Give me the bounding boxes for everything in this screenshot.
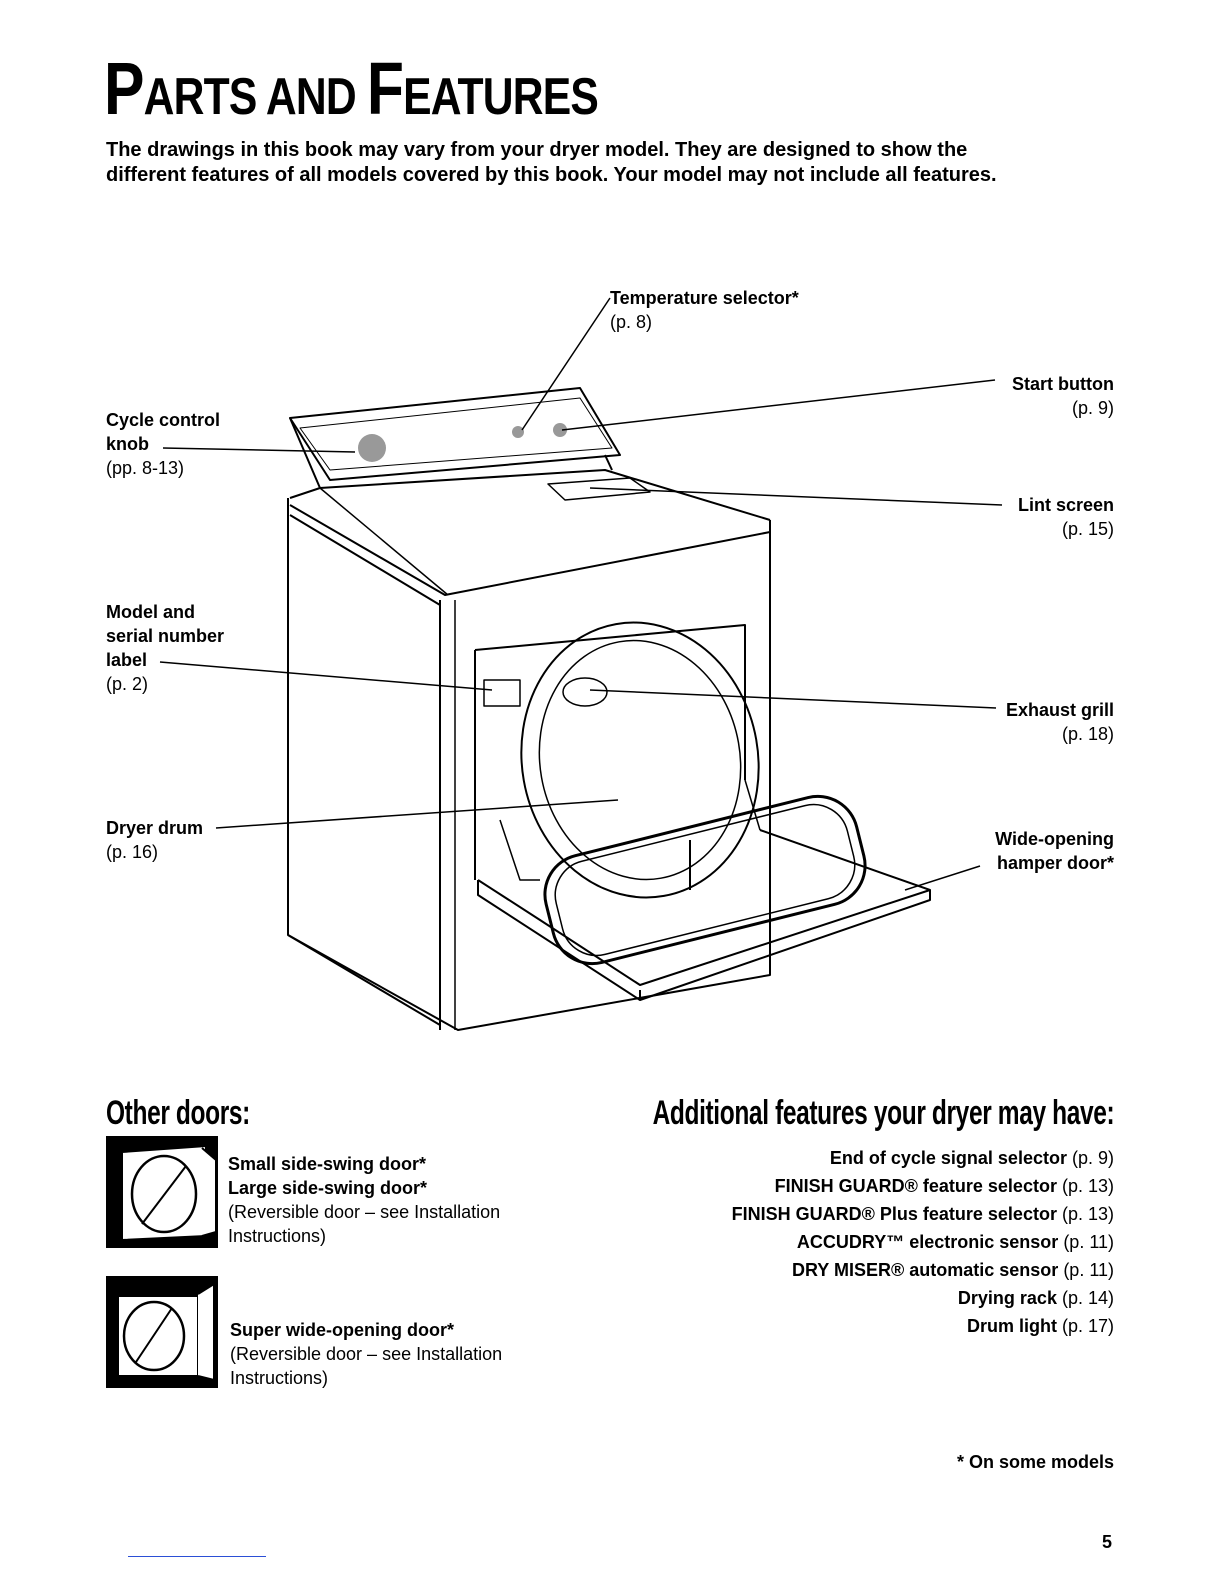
drum-label: Dryer drum: [106, 818, 204, 838]
temperature-label: Temperature selector*: [610, 288, 799, 308]
model-label-3: label: [106, 650, 148, 670]
leader-start: [561, 379, 996, 431]
feature-name: FINISH GUARD® feature selector: [774, 1176, 1057, 1196]
callout-drum: Dryer drum (p. 16): [106, 816, 203, 864]
intro-paragraph: The drawings in this book may vary from …: [106, 138, 1116, 188]
exhaust-grill: [562, 677, 608, 707]
door1-line-4: Instructions): [228, 1226, 327, 1246]
start-page: (p. 9): [1071, 398, 1114, 418]
additional-features-list: End of cycle signal selector (p. 9)FINIS…: [732, 1144, 1114, 1340]
callout-temperature: Temperature selector* (p. 8): [610, 286, 799, 334]
cabinet-outline: [287, 498, 771, 1031]
leader-exhaust: [589, 689, 997, 709]
feature-page: (p. 11): [1063, 1232, 1114, 1252]
door2-line-2: (Reversible door – see Installation: [230, 1344, 503, 1364]
feature-item: Drum light (p. 17): [732, 1312, 1114, 1340]
cycle-page: (pp. 8-13): [106, 458, 185, 478]
leader-cycle: [162, 447, 356, 453]
feature-item: End of cycle signal selector (p. 9): [732, 1144, 1114, 1172]
feature-name: Drum light: [966, 1316, 1057, 1336]
intro-line-1: The drawings in this book may vary from …: [106, 139, 968, 161]
door1-line-3: (Reversible door – see Installation: [228, 1202, 501, 1222]
feature-name: DRY MISER® automatic sensor: [791, 1260, 1059, 1280]
drum-opening: [520, 621, 760, 899]
drum-page: (p. 16): [106, 842, 159, 862]
cycle-label-2: knob: [106, 434, 149, 454]
callout-exhaust: Exhaust grill (p. 18): [900, 698, 1114, 746]
feature-page: (p. 13): [1061, 1176, 1114, 1196]
leader-model: [159, 661, 493, 691]
leader-drum: [215, 799, 619, 829]
model-label: [483, 679, 521, 707]
page-title: PARTS AND FEATURES: [104, 46, 599, 131]
page-number: 5: [1101, 1532, 1112, 1552]
callout-model: Model and serial number label (p. 2): [106, 600, 224, 696]
lint-page: (p. 15): [1061, 519, 1114, 539]
feature-item: FINISH GUARD® feature selector (p. 13): [732, 1172, 1114, 1200]
callout-start: Start button (p. 9): [900, 372, 1114, 420]
title-rest-2: EATURES: [403, 68, 599, 126]
temperature-page: (p. 8): [610, 312, 653, 332]
hamper-label-2: hamper door*: [996, 853, 1114, 873]
dryer-illustration: [159, 297, 1003, 1031]
console-panel: [289, 387, 621, 481]
footnote: * On some models: [956, 1452, 1114, 1472]
door2-line-1: Super wide-opening door*: [230, 1320, 454, 1340]
hamper-door: [477, 829, 931, 986]
callout-cycle: Cycle control knob (pp. 8-13): [106, 408, 220, 480]
feature-name: ACCUDRY™ electronic sensor: [796, 1232, 1059, 1252]
exhaust-page: (p. 18): [1061, 724, 1114, 744]
title-cap-f: F: [366, 47, 404, 130]
start-label: Start button: [1012, 374, 1114, 394]
leader-hamper: [904, 865, 981, 891]
title-rest-1: ARTS AND: [143, 68, 367, 126]
leader-temperature: [521, 297, 611, 431]
title-cap-p: P: [104, 47, 144, 130]
feature-item: Drying rack (p. 14): [732, 1284, 1114, 1312]
super-wide-door-icon: [106, 1276, 218, 1388]
other-doors-heading: Other doors:: [106, 1094, 250, 1132]
side-swing-door-icon: [106, 1136, 218, 1248]
lint-screen: [547, 477, 651, 501]
door1-line-2: Large side-swing door*: [228, 1178, 428, 1198]
callout-lint: Lint screen (p. 15): [900, 493, 1114, 541]
feature-page: (p. 17): [1061, 1316, 1114, 1336]
feature-name: End of cycle signal selector: [829, 1148, 1067, 1168]
feature-page: (p. 11): [1063, 1260, 1114, 1280]
bottom-rule: [128, 1556, 266, 1557]
door1-text: Small side-swing door* Large side-swing …: [228, 1152, 500, 1248]
feature-item: ACCUDRY™ electronic sensor (p. 11): [732, 1228, 1114, 1256]
additional-features-heading: Additional features your dryer may have:: [652, 1094, 1114, 1132]
model-label-1: Model and: [106, 602, 195, 622]
feature-item: DRY MISER® automatic sensor (p. 11): [732, 1256, 1114, 1284]
feature-name: Drying rack: [957, 1288, 1057, 1308]
feature-page: (p. 14): [1061, 1288, 1114, 1308]
cycle-label-1: Cycle control: [106, 410, 221, 430]
feature-page: (p. 13): [1061, 1204, 1114, 1224]
model-page: (p. 2): [106, 674, 149, 694]
lint-label: Lint screen: [1017, 495, 1114, 515]
leader-lint: [589, 487, 1003, 506]
feature-name: FINISH GUARD® Plus feature selector: [731, 1204, 1057, 1224]
door2-line-3: Instructions): [230, 1368, 329, 1388]
feature-page: (p. 9): [1071, 1148, 1114, 1168]
intro-line-2: different features of all models covered…: [106, 164, 997, 186]
feature-item: FINISH GUARD® Plus feature selector (p. …: [732, 1200, 1114, 1228]
callout-hamper: Wide-opening hamper door*: [900, 827, 1114, 875]
door1-line-1: Small side-swing door*: [228, 1154, 427, 1174]
door2-text: Super wide-opening door* (Reversible doo…: [230, 1318, 502, 1390]
exhaust-label: Exhaust grill: [1005, 700, 1114, 720]
hamper-label-1: Wide-opening: [995, 829, 1114, 849]
model-label-2: serial number: [106, 626, 225, 646]
